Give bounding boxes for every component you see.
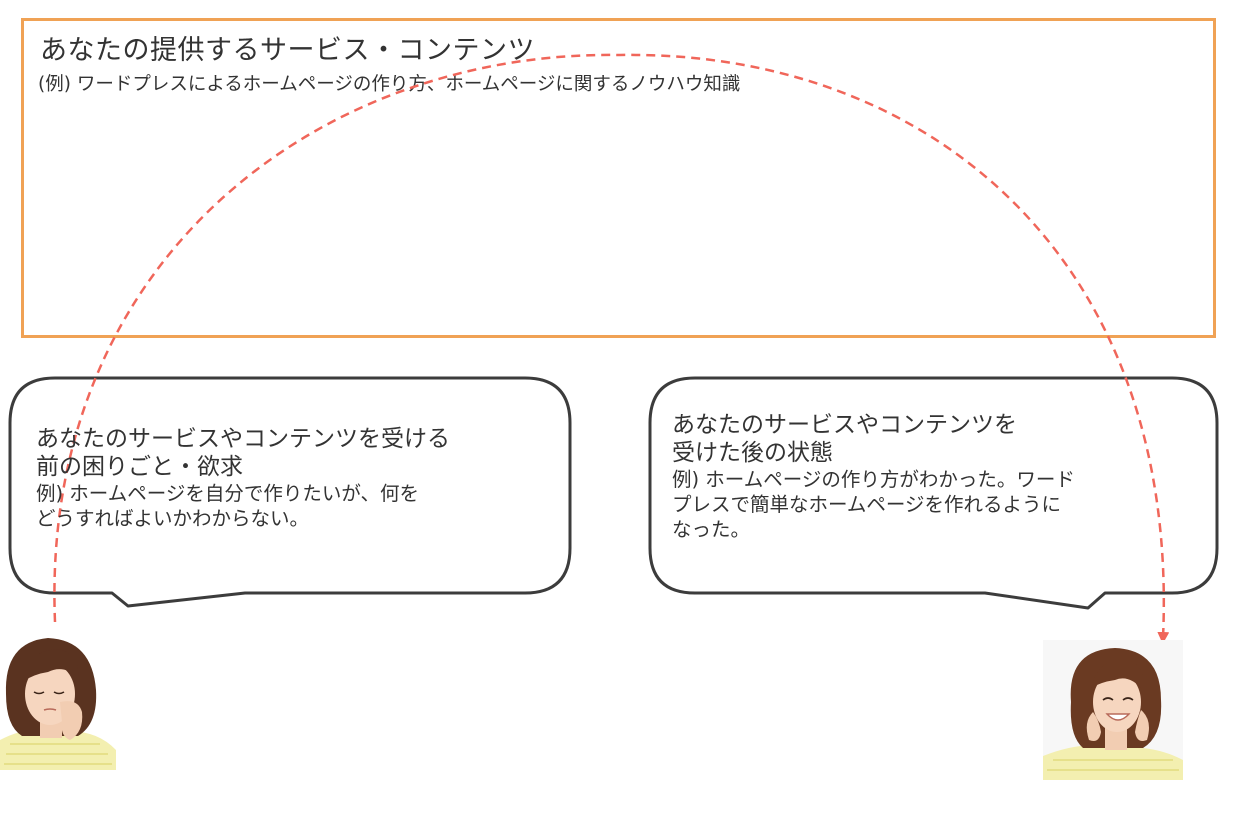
service-example: (例) ワードプレスによるホームページの作り方、ホームページに関するノウハウ知識 [38, 74, 741, 95]
after-example-line3: なった。 [672, 518, 751, 541]
worried-person-image [0, 638, 116, 770]
after-speech-bubble [648, 376, 1219, 610]
after-bubble-text: あなたのサービスやコンテンツを 受けた後の状態 例) ホームページの作り方がわか… [672, 411, 1075, 542]
before-heading-line2: 前の困りごと・欲求 [36, 454, 243, 480]
before-heading-line1: あなたのサービスやコンテンツを受ける [36, 426, 450, 452]
before-example-line2: どうすればよいかわからない。 [36, 507, 310, 530]
after-heading-line2: 受けた後の状態 [672, 440, 833, 466]
after-heading-line1: あなたのサービスやコンテンツを [672, 412, 1017, 438]
after-example-line1: 例) ホームページの作り方がわかった。ワード [672, 468, 1075, 491]
after-example-line2: プレスで簡単なホームページを作れるように [672, 493, 1062, 516]
before-example-line1: 例) ホームページを自分で作りたいが、何を [36, 482, 419, 505]
before-speech-bubble [8, 376, 572, 608]
happy-person-image [1043, 640, 1183, 780]
before-bubble-text: あなたのサービスやコンテンツを受ける 前の困りごと・欲求 例) ホームページを自… [36, 425, 450, 531]
service-title: あなたの提供するサービス・コンテンツ [40, 35, 535, 66]
service-box: あなたの提供するサービス・コンテンツ (例) ワードプレスによるホームページの作… [21, 18, 1216, 338]
transformation-arrow [53, 53, 1170, 644]
